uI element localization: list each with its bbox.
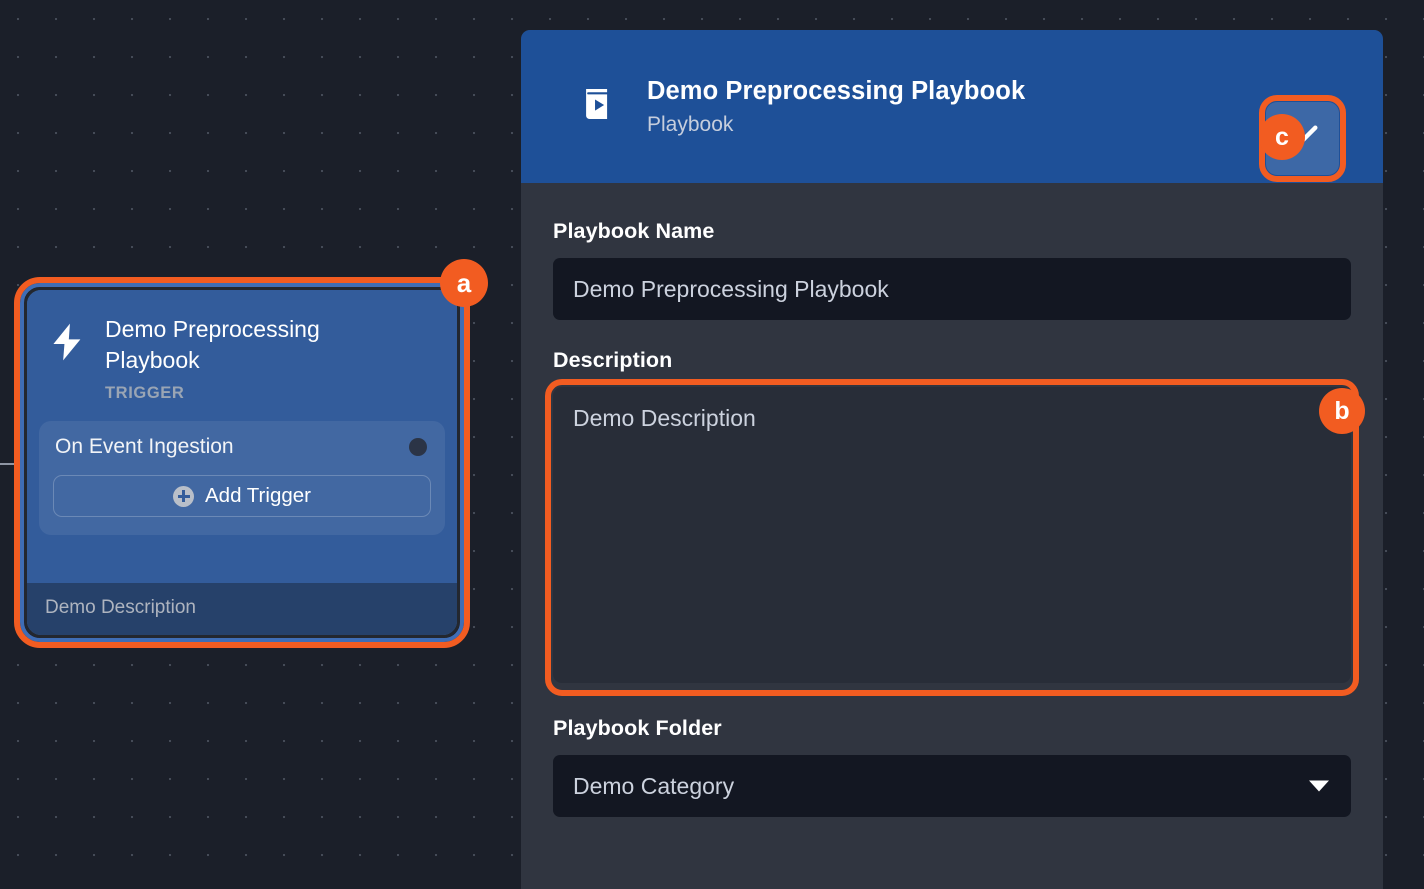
playbook-folder-value: Demo Category — [573, 772, 735, 799]
annotation-badge-b: b — [1319, 388, 1365, 434]
playbook-trigger-node[interactable]: Demo Preprocessing Playbook TRIGGER On E… — [14, 277, 470, 648]
playbook-name-input[interactable] — [553, 258, 1351, 320]
trigger-row: On Event Ingestion — [53, 435, 431, 459]
panel-title-block: Demo Preprocessing Playbook Playbook — [647, 77, 1353, 137]
playbook-book-play-icon — [577, 83, 619, 130]
node-outline: Demo Preprocessing Playbook TRIGGER On E… — [24, 287, 460, 638]
plus-circle-icon — [173, 485, 194, 507]
trigger-label: On Event Ingestion — [55, 435, 234, 459]
playbook-name-label: Playbook Name — [553, 219, 715, 243]
spacer — [553, 320, 1351, 348]
status-dot-icon — [409, 438, 427, 457]
panel-header: Demo Preprocessing Playbook Playbook — [521, 30, 1383, 183]
node-title-block: Demo Preprocessing Playbook TRIGGER — [105, 312, 333, 403]
lightning-bolt-icon — [45, 320, 89, 369]
panel-body: Playbook Name Description Playbook Folde… — [521, 183, 1383, 817]
playbook-details-panel: Demo Preprocessing Playbook Playbook Pla… — [521, 30, 1383, 889]
description-label: Description — [553, 348, 673, 372]
playbook-folder-wrapper: Demo Category — [553, 755, 1351, 817]
spacer — [553, 688, 1351, 716]
node-body: Demo Preprocessing Playbook TRIGGER On E… — [27, 290, 457, 635]
panel-subtitle: Playbook — [647, 112, 734, 136]
description-textarea[interactable] — [553, 387, 1351, 683]
add-trigger-label: Add Trigger — [205, 484, 311, 508]
add-trigger-button[interactable]: Add Trigger — [53, 475, 431, 518]
panel-title: Demo Preprocessing Playbook — [647, 76, 1026, 105]
node-description: Demo Description — [45, 597, 196, 618]
node-header: Demo Preprocessing Playbook TRIGGER — [27, 290, 457, 407]
annotation-badge-c: c — [1259, 114, 1305, 160]
description-wrapper — [545, 379, 1359, 696]
node-footer: Demo Description — [27, 583, 457, 635]
node-type-kicker: TRIGGER — [105, 384, 185, 403]
annotation-badge-a: a — [440, 259, 488, 307]
node-selection-ring — [20, 283, 464, 642]
trigger-section: On Event Ingestion Add Trigger — [39, 421, 445, 536]
playbook-folder-label: Playbook Folder — [553, 716, 722, 740]
playbook-folder-select[interactable]: Demo Category — [553, 755, 1351, 817]
node-title: Demo Preprocessing Playbook — [105, 316, 320, 373]
